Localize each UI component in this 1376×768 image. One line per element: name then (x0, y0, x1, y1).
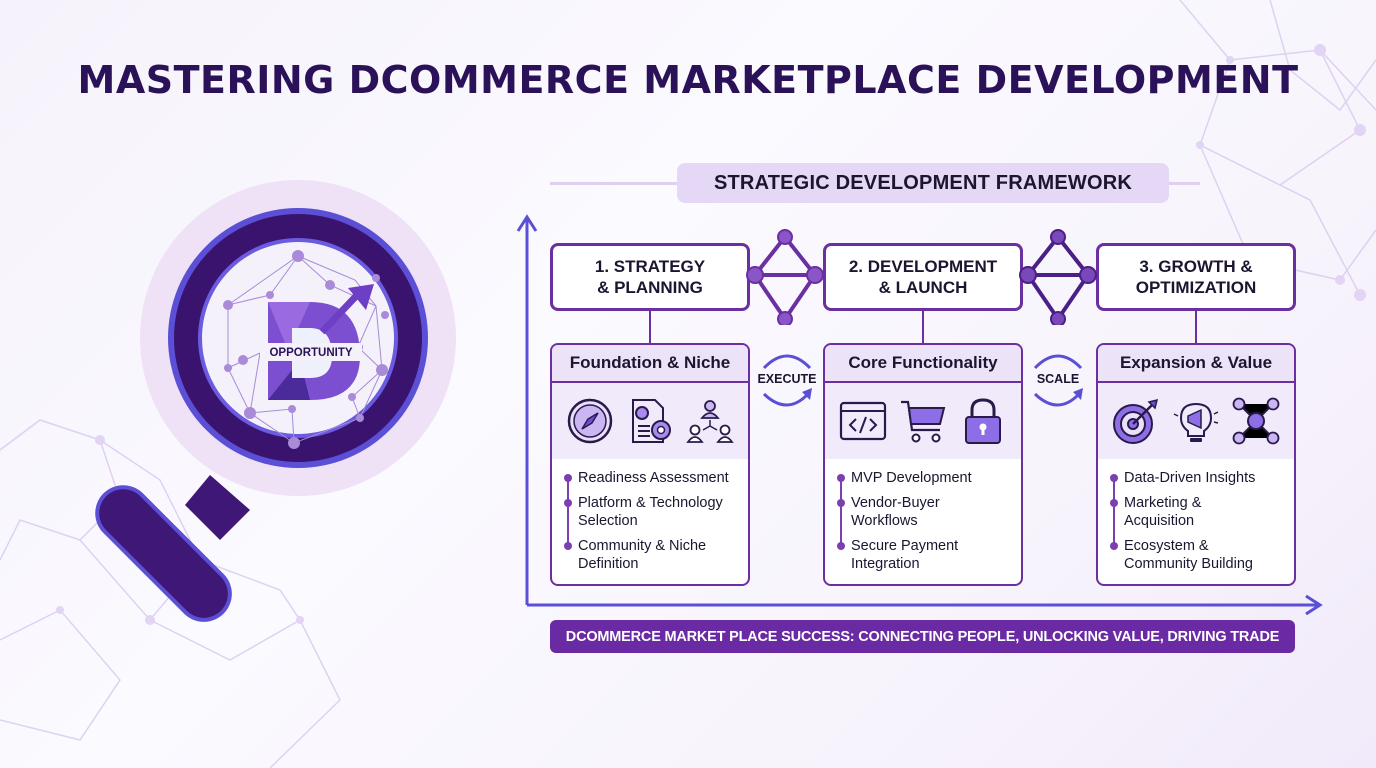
shopping-cart-icon (901, 400, 946, 443)
card-item-list: MVP Development Vendor-Buyer Workflows S… (825, 459, 1021, 573)
list-item: MVP Development (837, 469, 1011, 487)
transition-execute: EXECUTE (752, 348, 822, 412)
transition-label: EXECUTE (757, 372, 817, 386)
card-title: Foundation & Niche (552, 345, 748, 383)
success-banner: DCOMMERCE MARKET PLACE SUCCESS: CONNECTI… (550, 620, 1295, 653)
card-expansion-value: Expansion & Value Data-Driven Ins (1096, 343, 1296, 586)
cycle-arrows-icon (1033, 354, 1083, 407)
card-item-list: Readiness Assessment Platform & Technolo… (552, 459, 748, 573)
cycle-arrows-icon (762, 354, 812, 407)
user-network-icon (1232, 397, 1280, 445)
padlock-icon (965, 398, 1001, 444)
transition-scale: SCALE (1023, 348, 1093, 412)
logo-label: OPPORTUNITY (269, 347, 352, 359)
list-item: Vendor-Buyer Workflows (837, 494, 1011, 530)
phase-connector (1195, 311, 1197, 344)
list-item: Secure Payment Integration (837, 537, 1011, 573)
list-item: Readiness Assessment (564, 469, 738, 487)
magnifying-glass-icon: OPPORTUNITY (95, 180, 456, 622)
phase-development-launch: 2. DEVELOPMENT & LAUNCH (823, 243, 1023, 311)
lightbulb-megaphone-icon (1173, 402, 1219, 442)
card-title: Expansion & Value (1098, 345, 1294, 383)
page-title: MASTERING DCOMMERCE MARKETPLACE DEVELOPM… (77, 58, 1299, 102)
network-people-icon (686, 400, 734, 443)
framework-title: STRATEGIC DEVELOPMENT FRAMEWORK (677, 163, 1169, 203)
card-core-functionality: Core Functionality MVP Development Vendo… (823, 343, 1023, 586)
target-arrow-icon (1113, 398, 1159, 444)
network-link-icon (1019, 229, 1097, 325)
list-item: Platform & Technology Selection (564, 494, 738, 530)
compass-icon (567, 398, 613, 444)
transition-label: SCALE (1036, 372, 1080, 386)
card-title: Core Functionality (825, 345, 1021, 383)
list-item: Data-Driven Insights (1110, 469, 1284, 487)
list-item: Marketing & Acquisition (1110, 494, 1284, 530)
code-window-icon (839, 401, 887, 441)
phase-connector (649, 311, 651, 344)
card-foundation-niche: Foundation & Niche Readiness Asse (550, 343, 750, 586)
document-gears-icon (632, 399, 671, 443)
progress-axes (516, 214, 1323, 616)
list-item: Ecosystem & Community Building (1110, 537, 1284, 573)
list-item: Community & Niche Definition (564, 537, 738, 573)
card-item-list: Data-Driven Insights Marketing & Acquisi… (1098, 459, 1294, 573)
network-link-icon (746, 229, 824, 325)
phase-growth-optimization: 3. GROWTH & OPTIMIZATION (1096, 243, 1296, 311)
phase-connector (922, 311, 924, 344)
phase-strategy-planning: 1. STRATEGY & PLANNING (550, 243, 750, 311)
